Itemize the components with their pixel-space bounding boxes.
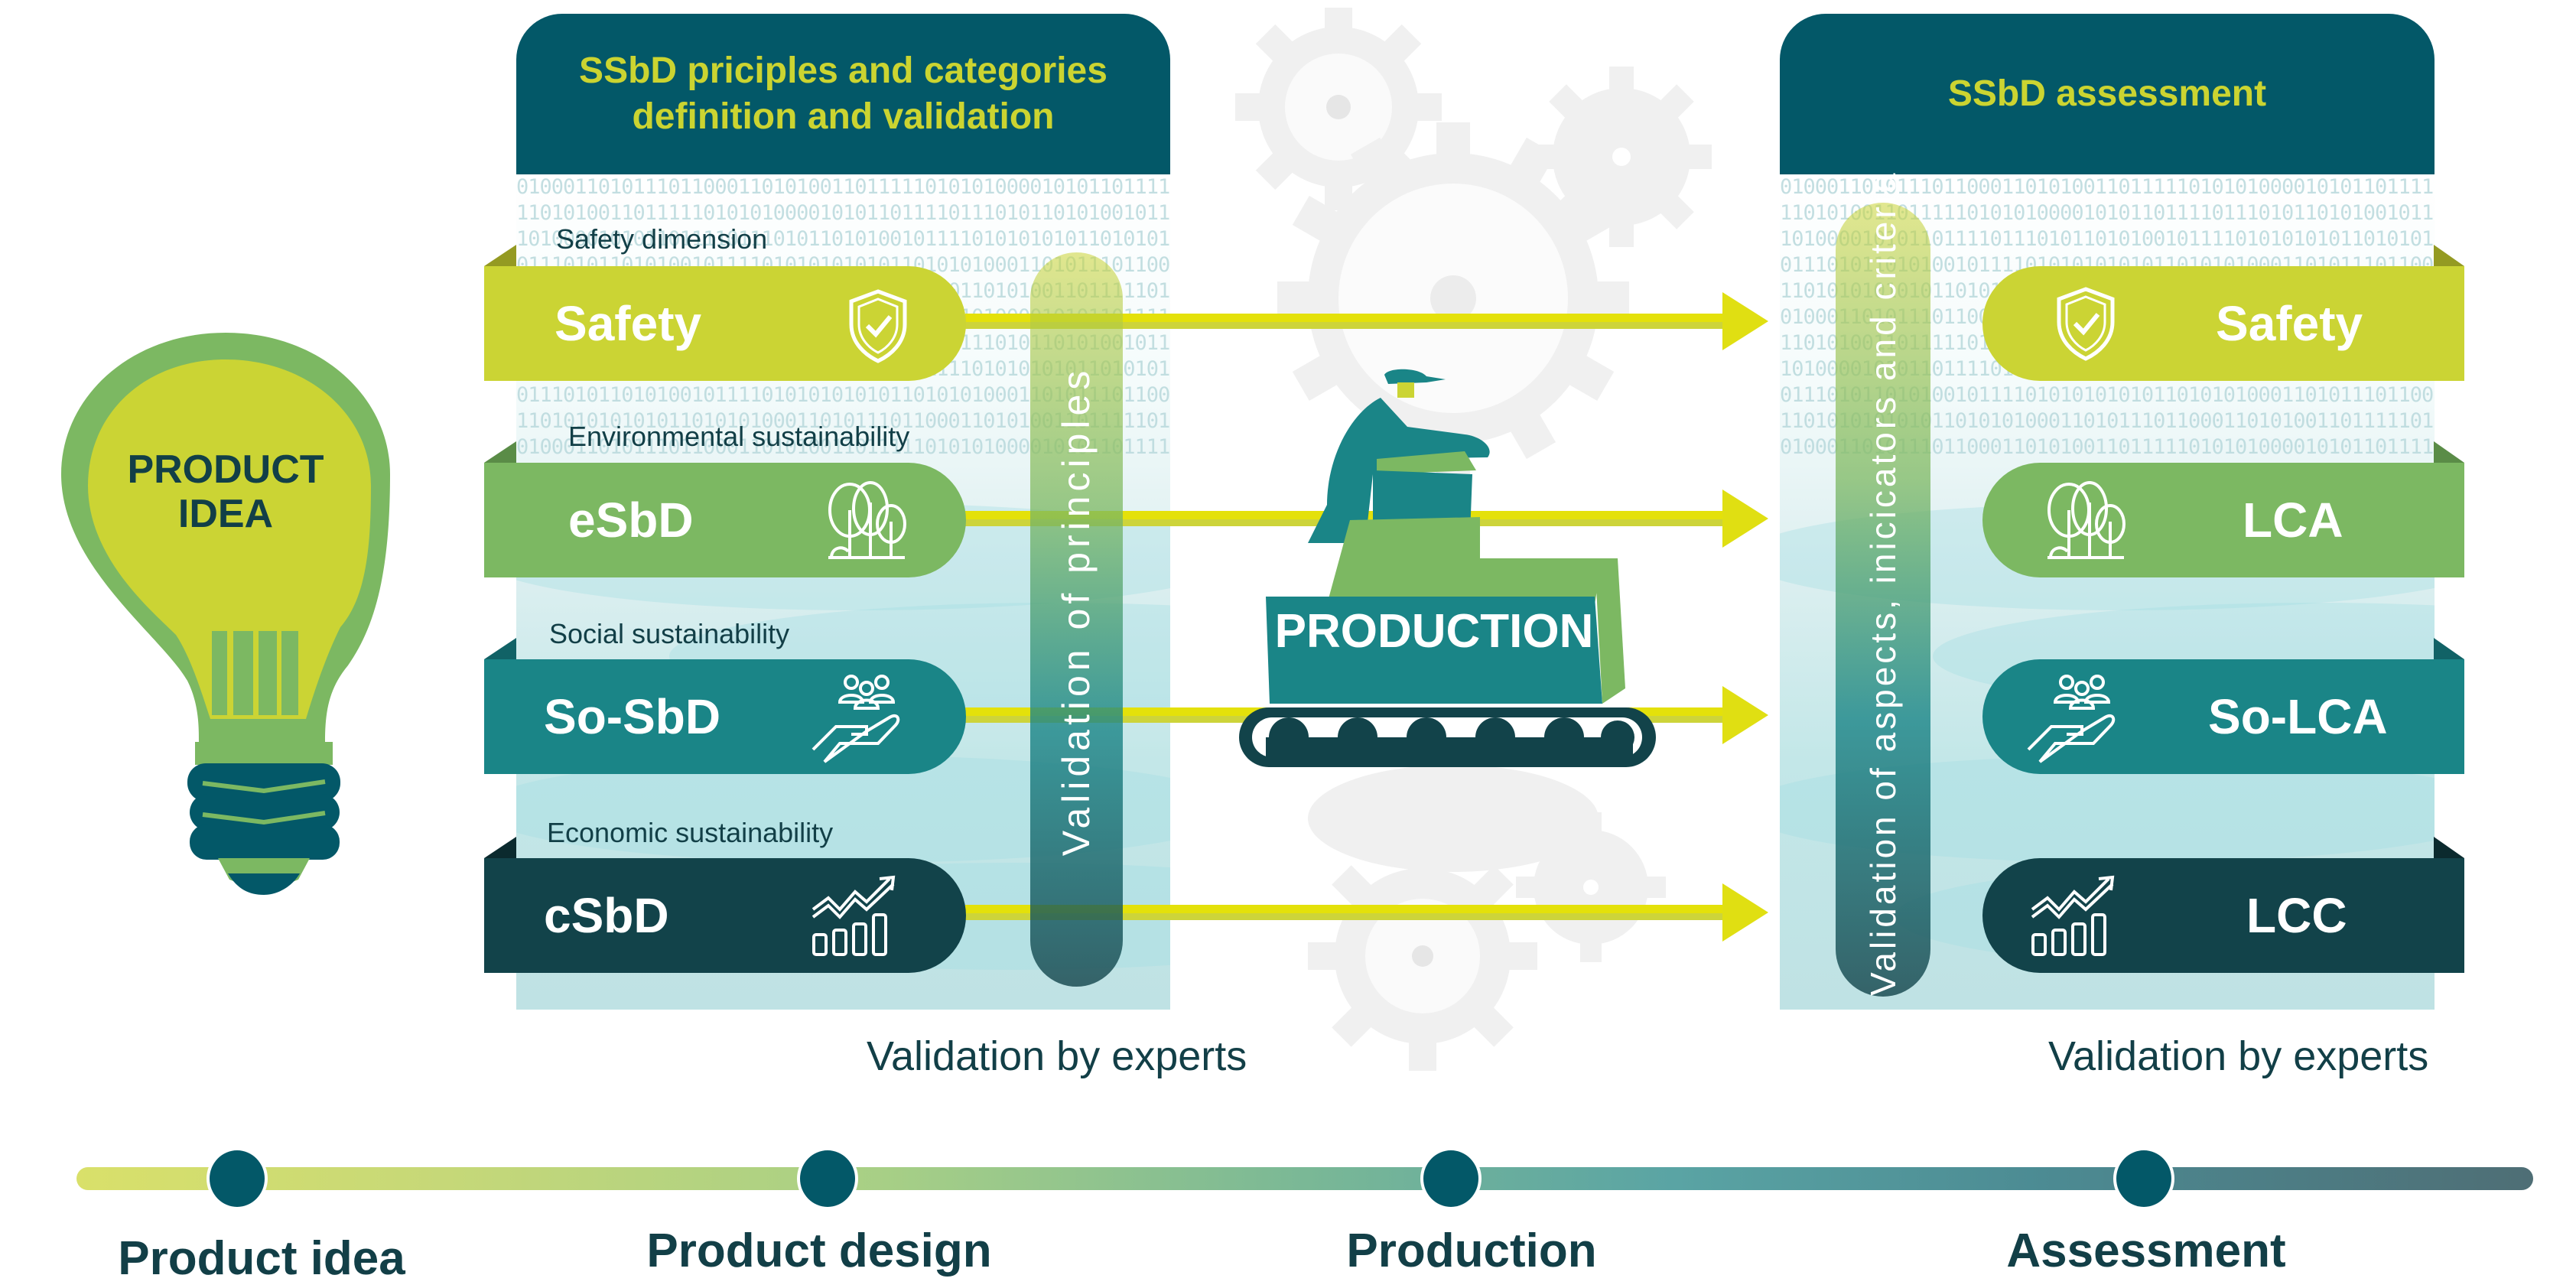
- band-label-lcc: LCC: [2246, 888, 2347, 943]
- shield-check-icon: [2057, 287, 2115, 361]
- dimension-label-economic: Economic sustainability: [547, 817, 834, 848]
- left-panel-header: SSbD priciples and categories definition…: [516, 14, 1170, 174]
- bulb-label-line1: PRODUCT: [127, 447, 324, 492]
- growth-chart-icon: [812, 875, 896, 956]
- timeline-dot-product-design: [797, 1147, 858, 1210]
- band-so-sbd: So-SbD: [484, 659, 966, 774]
- production-label: PRODUCTION: [1274, 605, 1594, 658]
- dimension-label-social: Social sustainability: [549, 618, 790, 649]
- people-in-hand-icon: [812, 675, 900, 763]
- dimension-label-environmental: Environmental sustainability: [568, 421, 910, 452]
- people-in-hand-icon: [2027, 675, 2116, 763]
- arrow-head-economic: [1722, 883, 1768, 942]
- product-idea-bulb: PRODUCT IDEA: [54, 314, 398, 895]
- band-label-so-sbd: So-SbD: [544, 689, 721, 744]
- band-label-lca: LCA: [2243, 493, 2343, 548]
- timeline-dot-product-idea: [207, 1147, 268, 1210]
- band-assessment-safety: Safety: [1982, 266, 2464, 381]
- lightbulb-icon: [61, 333, 390, 895]
- right-panel-title: SSbD assessment: [1947, 73, 2267, 114]
- validation-of-principles-text: Validation of principles: [1055, 366, 1098, 857]
- band-label-csbd: cSbD: [544, 888, 669, 943]
- timeline-dot-production: [1420, 1147, 1482, 1210]
- band-esbd: eSbD: [484, 463, 966, 577]
- left-panel-title-line1: SSbD priciples and categories: [579, 50, 1107, 91]
- left-validation-by-experts: Validation by experts: [867, 1033, 1247, 1079]
- bulldozer-worker-icon: [1239, 369, 1656, 767]
- dimension-label-safety: Safety dimension: [556, 223, 768, 255]
- production-machine: PRODUCTION: [1235, 367, 1664, 772]
- arrow-head-social: [1722, 686, 1768, 744]
- validation-of-principles-pill: Validation of principles: [1030, 252, 1123, 987]
- band-so-lca: So-LCA: [1982, 659, 2464, 774]
- band-lca: LCA: [1982, 463, 2464, 577]
- band-label-esbd: eSbD: [568, 493, 694, 548]
- left-panel-title-line2: definition and validation: [632, 96, 1055, 137]
- arrow-head-safety: [1722, 292, 1768, 350]
- band-label-assessment-safety: Safety: [2216, 296, 2363, 351]
- timeline-label-product-idea: Product idea: [118, 1232, 405, 1285]
- band-lcc: LCC: [1982, 858, 2464, 973]
- right-validation-by-experts: Validation by experts: [2048, 1033, 2429, 1079]
- shield-check-icon: [849, 289, 907, 363]
- arrow-head-environmental: [1722, 490, 1768, 548]
- bulb-label-line2: IDEA: [177, 492, 274, 536]
- band-label-so-lca: So-LCA: [2208, 689, 2388, 744]
- band-safety: Safety: [484, 266, 966, 381]
- validation-of-aspects-text: Validation of aspects, inicicators and c…: [1863, 170, 1903, 996]
- timeline-label-product-design: Product design: [646, 1225, 992, 1277]
- band-label-safety: Safety: [555, 296, 702, 351]
- trees-icon: [828, 481, 906, 559]
- trees-icon: [2047, 481, 2126, 559]
- timeline-label-production: Production: [1346, 1225, 1597, 1277]
- growth-chart-icon: [2031, 875, 2115, 956]
- arrow-safety: [965, 314, 1730, 329]
- gears-icon: [1235, 8, 1712, 1071]
- gears-background: [1224, 8, 1774, 1078]
- timeline-label-assessment: Assessment: [2006, 1225, 2286, 1277]
- validation-of-aspects-pill: Validation of aspects, inicicators and c…: [1836, 171, 1930, 997]
- arrow-economic: [965, 905, 1730, 920]
- timeline-dot-assessment: [2113, 1147, 2174, 1210]
- right-panel-header: SSbD assessment: [1780, 14, 2435, 174]
- band-csbd: cSbD: [484, 858, 966, 973]
